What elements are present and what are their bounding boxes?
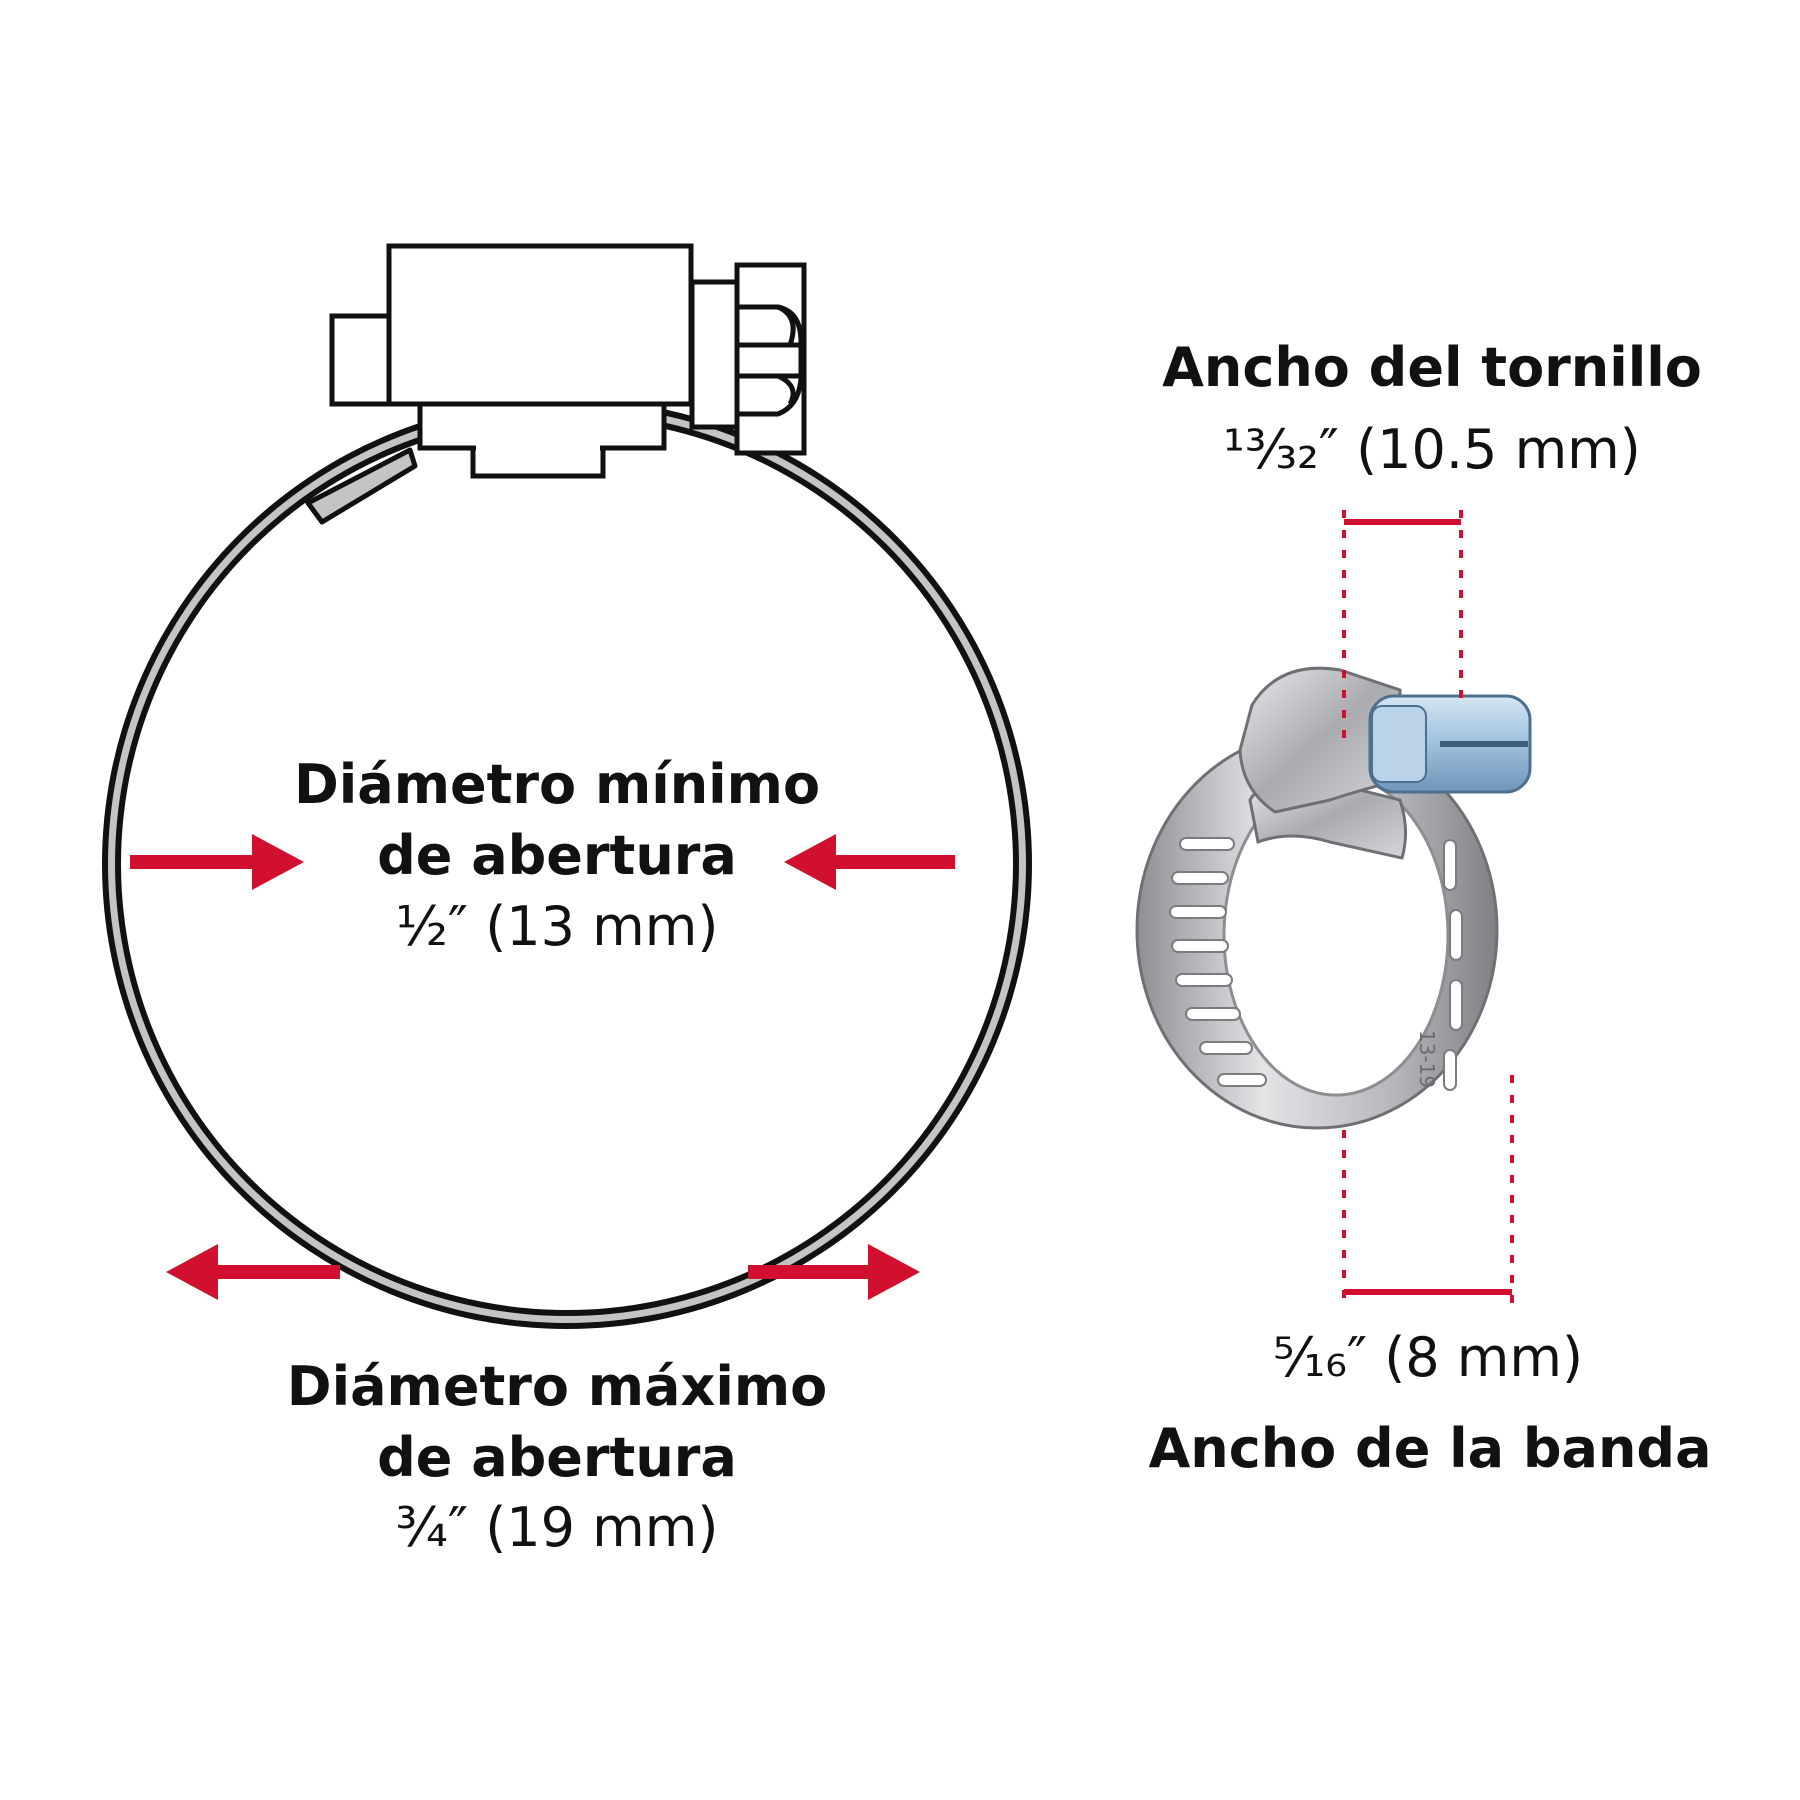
min-arrow-left-head bbox=[252, 834, 304, 890]
min-opening-title-line1: Diámetro mínimo bbox=[294, 753, 820, 816]
housing-bridge-cover bbox=[476, 440, 600, 452]
screw-head bbox=[734, 262, 807, 456]
housing-left-box bbox=[329, 313, 393, 407]
min-opening-title-line2: de abertura bbox=[377, 824, 737, 887]
clamp-opening bbox=[121, 418, 1013, 1310]
screw-slot-curve bbox=[776, 373, 796, 406]
band-stamp: 13-19 bbox=[1415, 1030, 1439, 1088]
min-opening-arrows bbox=[130, 834, 955, 890]
max-opening-title-line1: Diámetro máximo bbox=[287, 1355, 827, 1418]
max-opening-value: ¾″ (19 mm) bbox=[396, 1496, 719, 1559]
screw-width-title: Ancho del tornillo bbox=[1162, 336, 1702, 399]
clamp-photo: 13-19 bbox=[1135, 666, 1532, 1130]
photo-housing-cap bbox=[1238, 666, 1402, 814]
max-opening-title-line2: de abertura bbox=[377, 1426, 737, 1489]
band-width-dimension bbox=[1342, 1075, 1514, 1305]
clamp-line-drawing bbox=[102, 243, 1032, 1329]
band-width-title: Ancho de la banda bbox=[1148, 1417, 1711, 1480]
min-opening-value: ½″ (13 mm) bbox=[396, 895, 719, 958]
min-arrow-right-head bbox=[784, 834, 836, 890]
max-opening-arrows bbox=[166, 1244, 920, 1300]
max-arrow-left-head bbox=[166, 1244, 218, 1300]
band-overlap-tip bbox=[305, 447, 418, 525]
photo-screw bbox=[1368, 694, 1532, 794]
housing-body bbox=[386, 243, 694, 407]
max-arrow-right-head bbox=[868, 1244, 920, 1300]
band-perforations-right bbox=[1443, 839, 1463, 1091]
screw-collar bbox=[689, 279, 741, 430]
band-width-value: ⁵⁄₁₆″ (8 mm) bbox=[1273, 1326, 1583, 1389]
screw-slot-curve bbox=[776, 304, 796, 346]
band-perforations-left bbox=[1169, 837, 1267, 1087]
screw-width-dimension bbox=[1342, 510, 1463, 740]
screw-width-value: ¹³⁄₃₂″ (10.5 mm) bbox=[1223, 418, 1641, 481]
